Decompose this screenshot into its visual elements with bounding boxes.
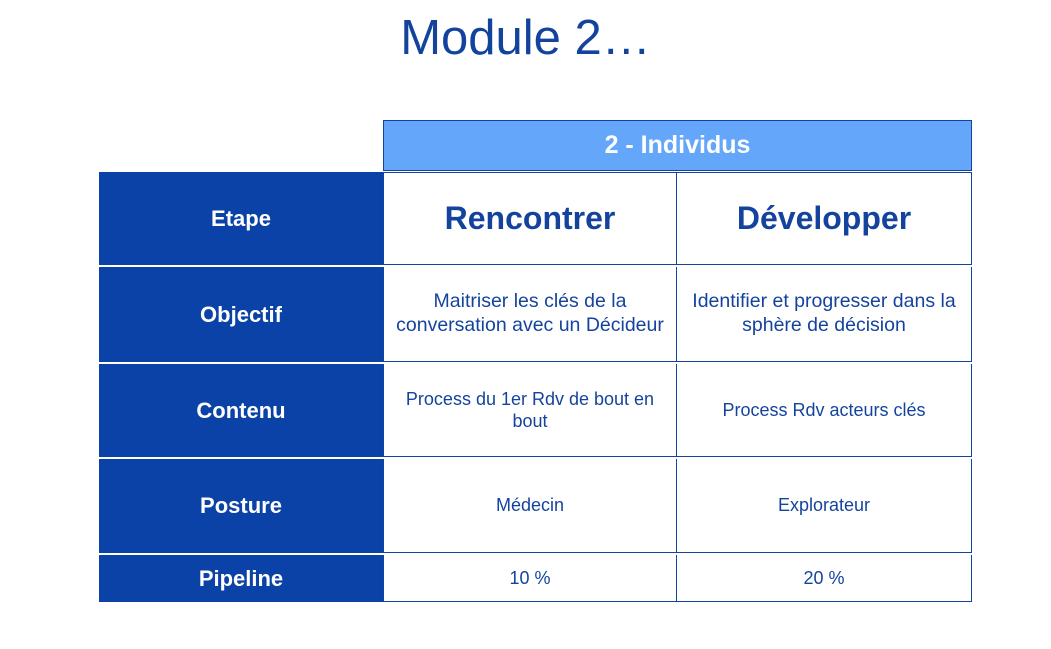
comparison-matrix: 2 - Individus Etape Rencontrer Développe… [99, 120, 972, 602]
cell-text: Process du 1er Rdv de bout en bout [405, 388, 655, 432]
cell-contenu-developper: Process Rdv acteurs clés [677, 364, 972, 457]
row-label-text: Contenu [196, 397, 286, 423]
cell-text: Explorateur [777, 495, 871, 516]
cell-objectif-developper: Identifier et progresser dans la sphère … [677, 267, 972, 362]
cell-posture-rencontrer: Médecin [383, 459, 677, 553]
table-row: Etape Rencontrer Développer [99, 172, 972, 265]
row-label-contenu: Contenu [99, 364, 383, 457]
matrix-banner-label: 2 - Individus [604, 131, 751, 159]
row-label-objectif: Objectif [99, 267, 383, 362]
cell-text: Médecin [495, 495, 565, 516]
cell-text: 10 % [509, 567, 551, 588]
row-label-text: Pipeline [198, 565, 284, 591]
cell-posture-developper: Explorateur [677, 459, 972, 553]
table-row: Contenu Process du 1er Rdv de bout en bo… [99, 364, 972, 457]
cell-contenu-rencontrer: Process du 1er Rdv de bout en bout [383, 364, 677, 457]
cell-text: Maitriser les clés de la conversation av… [396, 290, 664, 336]
row-label-text: Etape [211, 205, 271, 231]
cell-text: 20 % [803, 567, 845, 588]
cell-pipeline-developper: 20 % [677, 555, 972, 602]
table-row: Posture Médecin Explorateur [99, 459, 972, 553]
cell-text: Rencontrer [444, 200, 616, 237]
cell-pipeline-rencontrer: 10 % [383, 555, 677, 602]
cell-etape-developper: Développer [677, 172, 972, 265]
row-label-posture: Posture [99, 459, 383, 553]
table-row: Pipeline 10 % 20 % [99, 555, 972, 602]
matrix-banner-header: 2 - Individus [383, 120, 972, 171]
row-label-text: Objectif [200, 301, 282, 327]
row-label-text: Posture [200, 493, 282, 518]
page-title: Module 2… [400, 11, 651, 65]
row-label-pipeline: Pipeline [99, 555, 383, 602]
cell-text: Process Rdv acteurs clés [722, 399, 926, 420]
cell-objectif-rencontrer: Maitriser les clés de la conversation av… [383, 267, 677, 362]
table-row: Objectif Maitriser les clés de la conver… [99, 267, 972, 362]
row-label-etape: Etape [99, 172, 383, 265]
cell-etape-rencontrer: Rencontrer [383, 172, 677, 265]
cell-text: Identifier et progresser dans la sphère … [692, 290, 956, 336]
cell-text: Développer [736, 200, 912, 237]
